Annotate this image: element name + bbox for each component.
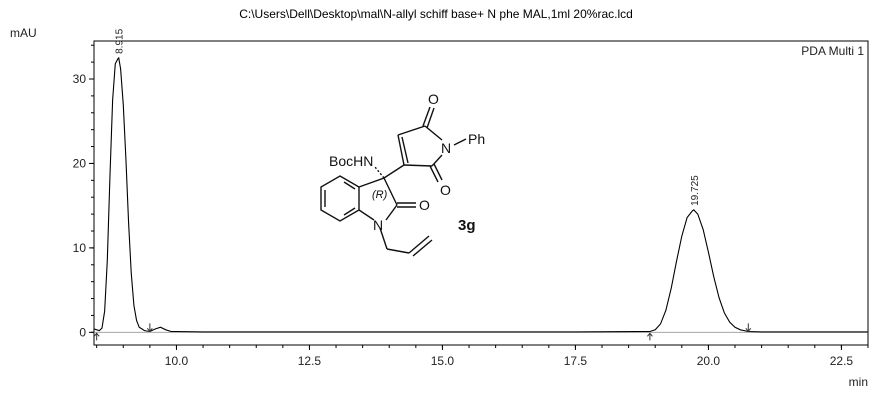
y-axis-ticks: 0 10 20 30 xyxy=(73,44,94,339)
bond xyxy=(379,227,388,250)
bond xyxy=(397,125,426,136)
boc-label: BocHN xyxy=(329,153,373,169)
bond xyxy=(386,248,410,254)
y-tick-label: 10 xyxy=(73,241,87,255)
x-tick-label: 12.5 xyxy=(298,354,322,368)
bond xyxy=(383,177,398,206)
y-tick-label: 0 xyxy=(79,325,86,339)
x-tick-label: 17.5 xyxy=(564,354,588,368)
bond xyxy=(422,106,431,127)
aromatic-bond xyxy=(343,181,356,190)
bond xyxy=(374,166,385,179)
peak-label: 19.725 xyxy=(690,175,701,206)
peak-labels: 8.915 19.725 xyxy=(115,28,701,205)
bond xyxy=(358,209,375,221)
series-layer xyxy=(93,56,868,333)
bond xyxy=(397,134,405,166)
bond xyxy=(403,164,433,167)
chart-title: C:\Users\Dell\Desktop\mal\N-allyl schiff… xyxy=(239,7,633,21)
x-axis-ticks: 10.0 12.5 15.0 17.5 20.0 22.5 xyxy=(96,345,869,368)
integration-marker xyxy=(647,332,653,341)
bond xyxy=(385,204,398,221)
y-tick-label: 20 xyxy=(73,156,87,170)
bond xyxy=(453,138,467,146)
integration-markers xyxy=(93,323,752,341)
plot-frame xyxy=(93,40,869,346)
benzene-ring xyxy=(320,175,360,222)
lactam-n-label: N xyxy=(373,217,383,233)
lactam-o-label: O xyxy=(419,197,430,213)
x-tick-label: 15.0 xyxy=(431,354,455,368)
stereo-label: (R) xyxy=(372,189,388,201)
y-axis-label: mAU xyxy=(10,26,37,40)
bond xyxy=(424,125,443,141)
legend-label: PDA Multi 1 xyxy=(801,44,864,58)
bond xyxy=(383,164,405,179)
imide-n-label: N xyxy=(441,140,451,156)
compound-label: 3g xyxy=(458,217,476,234)
molecule-structure xyxy=(320,106,467,257)
bond xyxy=(426,107,435,129)
bond xyxy=(408,235,430,254)
phenyl-label: Ph xyxy=(468,131,485,147)
bond xyxy=(401,136,409,164)
peak-label: 8.915 xyxy=(115,28,126,53)
integration-marker xyxy=(745,323,752,333)
molecule-labels: BocHN (R) N O N Ph O O 3g xyxy=(329,91,485,234)
bond xyxy=(358,177,385,188)
bond xyxy=(433,163,443,181)
imide-o-top-label: O xyxy=(428,91,439,107)
bond xyxy=(429,165,439,183)
x-tick-label: 22.5 xyxy=(830,354,854,368)
series-line xyxy=(93,56,868,333)
integration-marker xyxy=(146,323,153,333)
integration-marker xyxy=(93,332,100,341)
x-tick-label: 20.0 xyxy=(697,354,721,368)
imide-o-bottom-label: O xyxy=(440,182,451,198)
x-axis-label: min xyxy=(849,375,868,389)
x-tick-label: 10.0 xyxy=(165,354,189,368)
bond xyxy=(412,239,433,257)
aromatic-bond xyxy=(343,207,356,216)
y-tick-label: 30 xyxy=(73,72,87,86)
